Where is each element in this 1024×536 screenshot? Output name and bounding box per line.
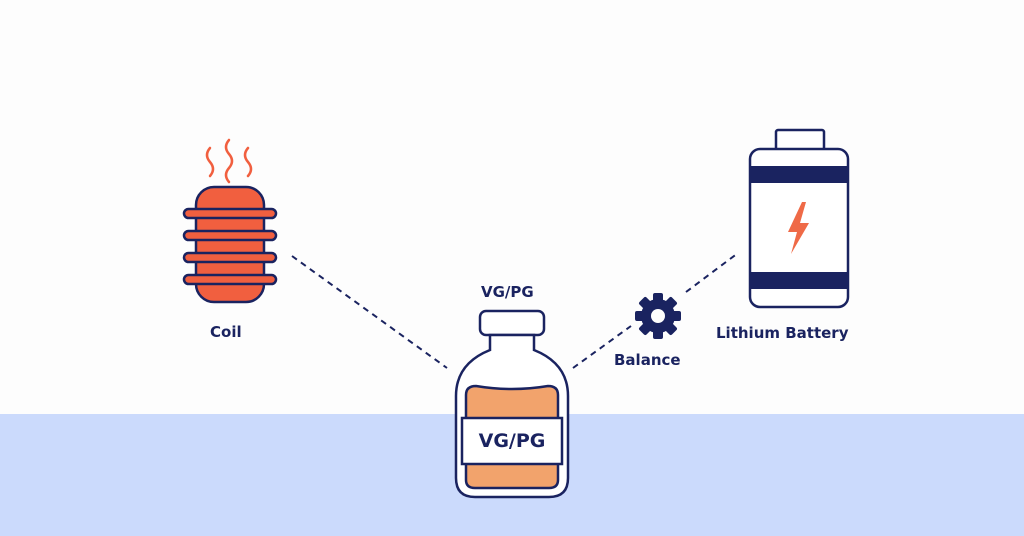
connector-gear-battery: [685, 252, 739, 293]
heating-coil-icon: [182, 138, 278, 304]
battery-label: Lithium Battery: [716, 324, 849, 342]
steam-wave-middle: [224, 138, 234, 184]
vgpg-bottle-label: VG/PG: [478, 430, 546, 452]
coil-label: Coil: [210, 323, 242, 341]
lightning-bolt-icon: [788, 202, 809, 254]
balance-label: Balance: [614, 351, 681, 369]
vgpg-top-label: VG/PG: [481, 283, 534, 301]
coil-winding: [182, 207, 278, 220]
battery-band-bottom: [751, 272, 847, 289]
steam-wave-right: [243, 146, 253, 178]
bottle-label-area: [460, 416, 564, 466]
steam-wave-left: [205, 146, 215, 178]
connector-coil-bottle: [291, 255, 448, 369]
coil-winding: [182, 229, 278, 242]
connector-bottle-gear: [572, 325, 632, 369]
battery-terminal: [774, 128, 826, 152]
gear-icon: [635, 293, 681, 339]
battery-band-top: [751, 166, 847, 183]
coil-winding: [182, 251, 278, 264]
liquid-bottle-icon: [454, 309, 570, 499]
coil-winding: [182, 273, 278, 286]
bottle-cap: [478, 309, 546, 337]
battery-icon: [748, 128, 850, 309]
